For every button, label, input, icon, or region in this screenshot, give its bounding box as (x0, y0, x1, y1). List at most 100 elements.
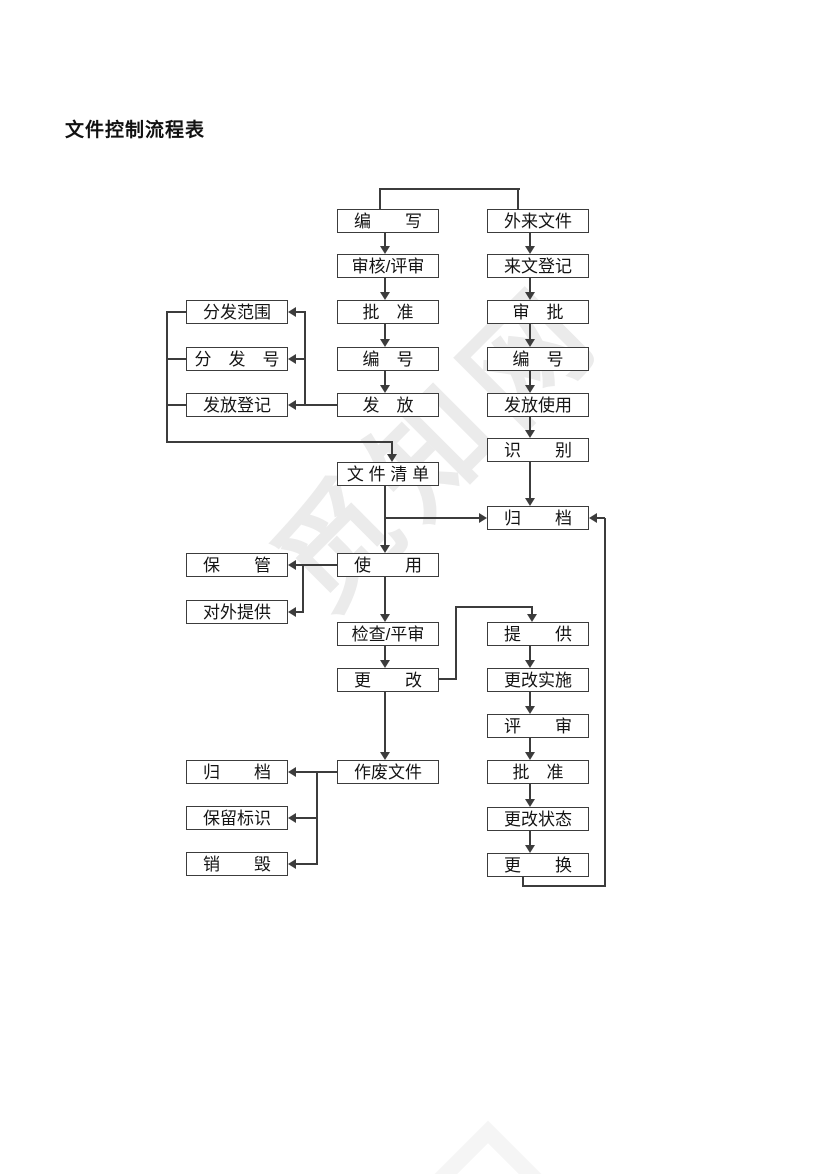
connector-segment (296, 863, 317, 865)
arrowhead-left-icon (288, 307, 296, 317)
arrowhead-down-icon (525, 385, 535, 393)
flow-node-fafang-shiyong: 发放使用 (487, 393, 589, 417)
connector-segment (384, 486, 386, 546)
arrowhead-down-icon (525, 660, 535, 668)
arrowhead-down-icon (525, 292, 535, 300)
connector-segment (439, 678, 456, 680)
connector-segment (166, 404, 186, 406)
flow-node-zuofei-wenjian: 作废文件 (337, 760, 439, 784)
flow-node-fenfa-hao: 分 发 号 (186, 347, 288, 371)
arrowhead-left-icon (288, 354, 296, 364)
connector-segment (384, 233, 386, 247)
connector-segment (529, 692, 531, 707)
arrowhead-down-icon (525, 246, 535, 254)
arrowhead-left-icon (288, 607, 296, 617)
flow-node-shenpi: 审 批 (487, 300, 589, 324)
connector-segment (296, 311, 305, 313)
connector-segment (316, 772, 318, 865)
flow-node-baoliu-biaoshi: 保留标识 (186, 806, 288, 830)
flow-node-fafang-dengji: 发放登记 (186, 393, 288, 417)
connector-segment (529, 417, 531, 431)
flow-node-genggai-zhuangtai: 更改状态 (487, 807, 589, 831)
arrowhead-down-icon (380, 660, 390, 668)
flow-node-wenjian-qingdan: 文 件 清 单 (337, 462, 439, 486)
flow-node-pingshen-right: 评 审 (487, 714, 589, 738)
connector-segment (522, 877, 524, 887)
connector-segment (597, 517, 605, 519)
connector-segment (531, 606, 533, 615)
connector-segment (166, 441, 393, 443)
connector-segment (455, 606, 457, 680)
arrowhead-left-icon (288, 859, 296, 869)
connector-segment (529, 278, 531, 293)
flow-node-pizhun-mid: 批 准 (337, 300, 439, 324)
connector-segment (384, 646, 386, 661)
flow-node-shenhe-pingshen: 审核/评审 (337, 254, 439, 278)
connector-segment (385, 517, 480, 519)
arrowhead-down-icon (527, 614, 537, 622)
arrowhead-down-icon (525, 752, 535, 760)
connector-segment (379, 188, 520, 190)
connector-segment (296, 611, 304, 613)
connector-segment (302, 565, 304, 612)
connector-segment (384, 692, 386, 753)
flow-node-tigong: 提 供 (487, 622, 589, 646)
arrowhead-down-icon (380, 292, 390, 300)
connector-segment (391, 441, 393, 455)
arrowhead-down-icon (380, 246, 390, 254)
flow-node-bianxie: 编 写 (337, 209, 439, 233)
connector-segment (517, 189, 519, 210)
connector-segment (529, 831, 531, 846)
arrowhead-down-icon (380, 339, 390, 347)
connector-segment (529, 784, 531, 800)
flow-node-wailai-wenjian: 外来文件 (487, 209, 589, 233)
arrowhead-down-icon (525, 799, 535, 807)
arrowhead-left-icon (288, 400, 296, 410)
connector-segment (529, 371, 531, 386)
flow-node-genghuan: 更 换 (487, 853, 589, 877)
arrowhead-down-icon (525, 339, 535, 347)
connector-segment (529, 646, 531, 661)
connector-segment (166, 311, 168, 443)
flow-node-laiwen-dengji: 来文登记 (487, 254, 589, 278)
flow-node-duiwai-tigong: 对外提供 (186, 600, 288, 624)
arrowhead-left-icon (288, 767, 296, 777)
arrowhead-down-icon (380, 385, 390, 393)
connector-segment (604, 518, 606, 887)
connector-segment (379, 189, 381, 210)
arrowhead-down-icon (525, 845, 535, 853)
connector-segment (296, 817, 317, 819)
arrowhead-left-icon (288, 560, 296, 570)
connector-segment (522, 885, 606, 887)
flow-node-jiancha-pingshen: 检查/平审 (337, 622, 439, 646)
flow-node-shiyong: 使 用 (337, 553, 439, 577)
flow-node-genggai: 更 改 (337, 668, 439, 692)
arrowhead-right-icon (479, 513, 487, 523)
connector-segment (384, 278, 386, 293)
arrowhead-down-icon (380, 545, 390, 553)
connector-segment (529, 324, 531, 340)
connector-segment (529, 462, 531, 499)
connector-segment (304, 311, 306, 405)
connector-segment (384, 577, 386, 615)
flow-node-baoguan: 保 管 (186, 553, 288, 577)
connector-segment (384, 324, 386, 340)
arrowhead-down-icon (380, 614, 390, 622)
flow-node-fafang: 发 放 (337, 393, 439, 417)
arrowhead-left-icon (288, 813, 296, 823)
flow-node-guidang-left: 归 档 (186, 760, 288, 784)
flow-node-guidang-right: 归 档 (487, 506, 589, 530)
flow-node-pizhun-right: 批 准 (487, 760, 589, 784)
flow-node-bianhao-right: 编 号 (487, 347, 589, 371)
connector-segment (296, 404, 337, 406)
connector-segment (166, 358, 186, 360)
flow-node-xiaohui: 销 毁 (186, 852, 288, 876)
arrowhead-left-icon (589, 513, 597, 523)
flow-node-bianhao-mid: 编 号 (337, 347, 439, 371)
flow-node-shibie: 识 别 (487, 438, 589, 462)
arrowhead-down-icon (525, 430, 535, 438)
connector-segment (529, 738, 531, 753)
connector-segment (384, 371, 386, 386)
